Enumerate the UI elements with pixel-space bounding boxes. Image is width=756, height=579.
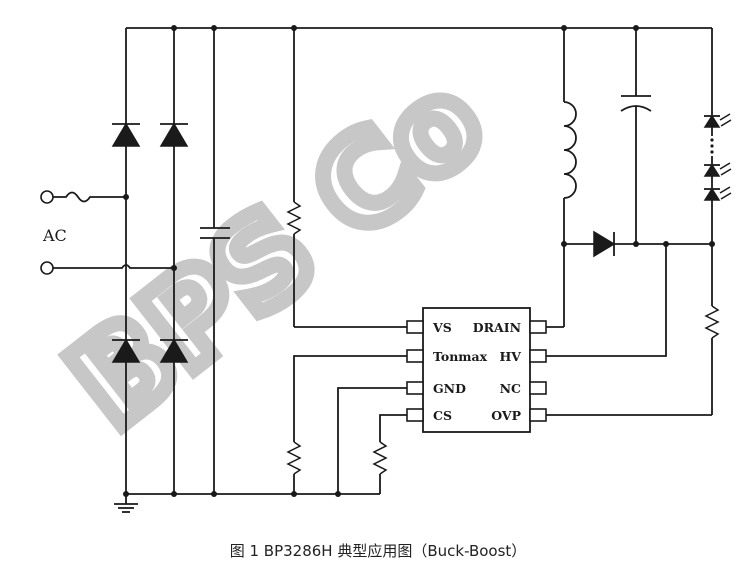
pin-label-vs: VS xyxy=(432,320,452,335)
pin-label-nc: NC xyxy=(500,381,521,396)
pin-nc xyxy=(529,381,547,395)
pin-vs xyxy=(406,320,424,334)
ac-label: AC xyxy=(42,226,67,245)
pin-label-gnd: GND xyxy=(433,381,466,396)
pin-label-tonmax: Tonmax xyxy=(433,349,488,364)
pin-label-hv: HV xyxy=(499,349,521,364)
gnd-wire xyxy=(337,387,407,494)
pin-ovp xyxy=(529,408,547,422)
pin-hv xyxy=(529,349,547,363)
bulk-capacitor-icon xyxy=(200,28,230,494)
hv-wire xyxy=(545,244,667,357)
ic-bp3286h: VS Tonmax GND CS DRAIN HV NC OVP xyxy=(406,307,547,433)
diode-d3-icon xyxy=(111,338,141,363)
wire-crossover xyxy=(53,264,174,269)
bridge-right-leg xyxy=(159,28,189,494)
diode-d4-icon xyxy=(159,338,189,363)
figure-caption: 图 1 BP3286H 典型应用图（Buck-Boost） xyxy=(229,542,527,560)
led-3-icon xyxy=(703,186,732,201)
tonmax-resistor-icon xyxy=(286,355,407,494)
pin-label-ovp: OVP xyxy=(491,408,521,423)
ac-terminal-1-icon xyxy=(40,190,54,204)
diode-d2-icon xyxy=(159,122,189,147)
freewheel-diode-icon xyxy=(564,230,712,258)
pin-cs xyxy=(406,408,424,422)
pin-gnd xyxy=(406,381,424,395)
ac-input: AC xyxy=(40,190,174,275)
pin-label-drain: DRAIN xyxy=(473,320,521,335)
led-string xyxy=(703,28,732,244)
fuse-icon xyxy=(53,191,126,203)
ac-terminal-2-icon xyxy=(40,261,54,275)
cs-resistor-icon xyxy=(372,414,407,494)
led-1-icon xyxy=(703,113,732,128)
pin-drain xyxy=(529,320,547,334)
led-2-icon xyxy=(703,162,732,177)
pin-label-cs: CS xyxy=(433,408,452,423)
ovp-resistor-icon xyxy=(545,244,720,416)
pin-tonmax xyxy=(406,349,424,363)
inductor-icon xyxy=(545,28,577,328)
bridge-left-leg xyxy=(111,28,141,494)
output-capacitor-icon xyxy=(620,28,652,244)
diode-d1-icon xyxy=(111,122,141,147)
vs-resistor-icon xyxy=(286,28,407,328)
